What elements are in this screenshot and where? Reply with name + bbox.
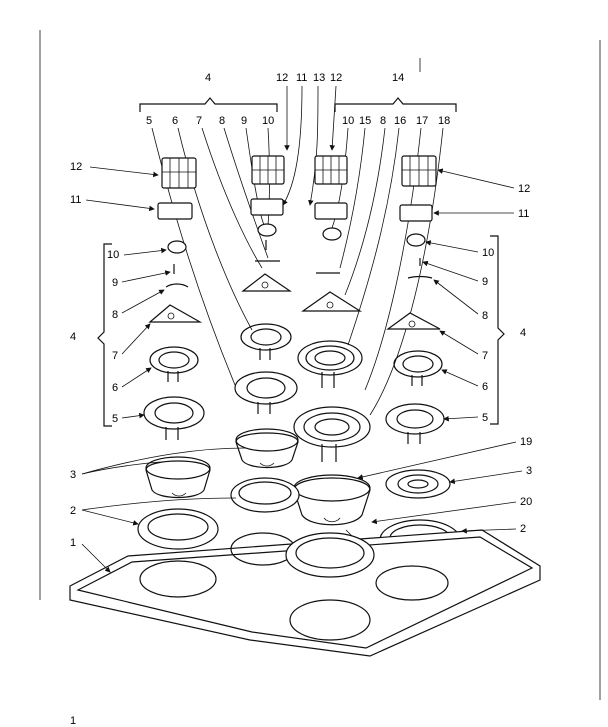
trim-ring-left [137,508,219,550]
switch-block-center-left [251,155,285,185]
label-8-left: 8 [112,309,118,321]
label-3-left: 3 [70,469,76,481]
label-11-left: 11 [70,194,81,206]
bracket-center-right [314,202,348,220]
top-leader-lines [151,85,444,416]
label-4-left: 4 [70,331,76,343]
label-5-left: 5 [112,413,118,425]
drip-pan-right [385,469,451,499]
label-12b: 12 [330,72,342,84]
drip-pan-left [145,456,211,499]
label-12-left: 12 [70,161,82,173]
label-6-right: 6 [482,381,488,393]
tri-bracket-center-left [241,273,292,292]
trim-ring-center-left [230,477,300,513]
label-part-14-top: 14 [392,72,404,84]
drip-pan-center-left [235,428,299,469]
bracket-group-right: 14 [334,72,457,112]
label-8-right: 8 [482,310,488,322]
coil-center-right-large [297,340,363,388]
label-15: 15 [359,115,371,127]
tri-bracket-right [386,312,441,330]
label-12a: 12 [276,72,288,84]
coil-left [149,346,199,382]
label-part-4-top: 4 [205,72,211,84]
label-11a: 11 [296,72,307,84]
coil-right [393,350,443,386]
corner-mark: 1 [70,715,76,727]
label-7-left: 7 [112,350,118,362]
label-20: 20 [520,496,532,508]
label-13: 13 [313,72,325,84]
label-7a: 7 [196,115,202,127]
switch-block-center-right [314,155,348,185]
tri-bracket-center-right [301,291,363,312]
knob-center-left [257,223,277,237]
label-17: 17 [416,115,428,127]
label-5a: 5 [146,115,152,127]
label-7-right: 7 [482,350,488,362]
label-10a: 10 [262,115,274,127]
label-1: 1 [70,537,76,549]
label-9-right: 9 [482,276,488,288]
pins-and-clips [165,240,433,288]
element-left [143,396,205,440]
bottom-labels: 3 2 1 19 3 20 2 [70,436,532,573]
label-19: 19 [520,436,532,448]
side-bracket-right: 4 [490,235,526,425]
label-5-right: 5 [482,412,488,424]
label-8b: 8 [380,115,386,127]
left-labels: 12 11 10 9 8 7 6 5 [70,161,171,425]
label-9-left: 9 [112,277,118,289]
label-11-right: 11 [518,208,529,220]
side-bracket-left: 4 [70,243,112,427]
label-16: 16 [394,115,406,127]
label-6-left: 6 [112,382,118,394]
drip-pan-center-right-19 [293,474,371,526]
knob-right [406,233,426,247]
element-center-right-large [293,406,371,462]
knob-left [167,240,187,254]
element-center-left [234,371,298,414]
label-4-right: 4 [520,327,526,339]
label-9a: 9 [241,115,247,127]
cooktop-panel [69,529,541,657]
bracket-group-left: 4 [139,72,278,112]
label-10b: 10 [342,115,354,127]
trim-ring-center-large-20 [285,532,375,578]
element-right [385,403,445,444]
switch-block-left [161,157,197,189]
label-3-right: 3 [526,465,532,477]
bracket-center-left [250,198,284,216]
bracket-left [157,202,193,220]
label-10-right: 10 [482,247,494,259]
label-18: 18 [438,115,450,127]
knob-center-right [322,227,342,241]
label-12-right: 12 [518,183,530,195]
label-2-right: 2 [520,523,526,535]
right-labels: 12 11 10 9 8 7 6 5 [422,168,530,424]
label-10-left: 10 [107,249,119,261]
switch-block-right [401,155,437,187]
label-8a: 8 [219,115,225,127]
top-labels: 5 6 7 8 9 10 12 11 13 12 10 15 8 16 17 1… [146,72,450,127]
label-2-left: 2 [70,505,76,517]
tri-bracket-left [148,304,203,323]
label-6a: 6 [172,115,178,127]
coil-center-left [240,323,292,360]
bracket-right [399,204,433,222]
